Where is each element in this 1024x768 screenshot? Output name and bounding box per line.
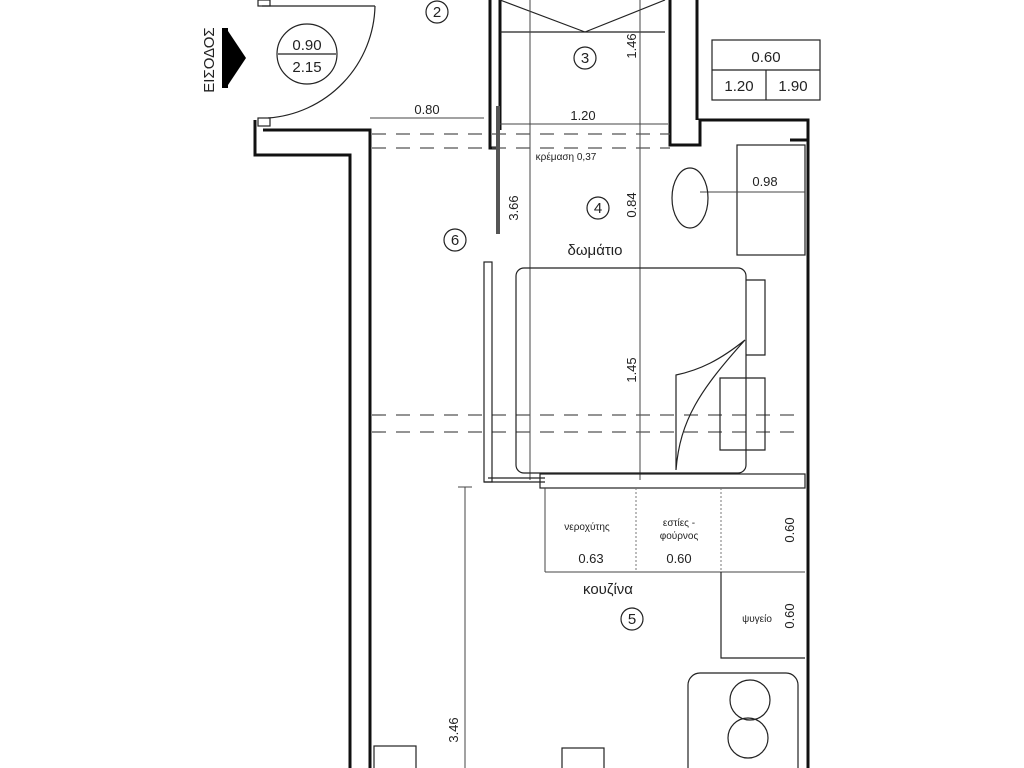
window-spec-table: 0.60 1.20 1.90 [711,39,821,101]
furniture-block [373,745,417,768]
desk [671,144,806,256]
dim-desk-depth: 0.84 [624,192,639,217]
room-number-2: 2 [433,4,441,21]
dim-closet-width: 1.20 [570,108,595,123]
door-spec-bubble: 0.90 2.15 [276,23,338,85]
window-height: 1.90 [778,78,807,95]
sofa [687,672,799,768]
room-number-6: 6 [451,232,459,249]
room-markers: 2 3 4 6 5 [425,0,644,631]
dim-desk-width: 0.98 [752,174,777,189]
dim-corridor: 0.80 [414,102,439,117]
walls [253,0,810,768]
dim-sink: 0.63 [578,551,603,566]
closet [499,0,666,480]
room-number-4: 4 [594,200,602,217]
entrance-door [257,0,376,127]
armchair-icon [727,717,769,759]
dim-fridge-depth: 0.60 [782,603,797,628]
dim-room-length: 3.66 [506,195,521,220]
sliding-door [496,106,500,234]
dim-bed-width: 1.45 [624,357,639,382]
door-height: 2.15 [292,59,321,76]
door-width: 0.90 [292,37,321,54]
dim-counter-depth: 0.60 [782,517,797,542]
room-number-3: 3 [581,50,589,67]
stove-label-1: εστίες - [663,517,695,529]
kitchen-label: κουζίνα [583,581,633,598]
dim-closet-depth: 1.46 [624,33,639,58]
room-number-5: 5 [628,611,636,628]
entrance-label: ΕΙΣΟΔΟΣ [201,27,218,92]
dim-kitchen-length: 3.46 [446,717,461,742]
chair-icon [671,167,709,229]
bed [515,267,766,474]
dim-stove: 0.60 [666,551,691,566]
fridge-label: ψυγείο [742,613,772,625]
window-sill: 0.60 [751,49,780,66]
sink-label: νεροχύτης [564,521,610,533]
window-width: 1.20 [724,78,753,95]
entrance-arrow-bar [222,28,228,88]
kitchen-counter [539,473,806,660]
entrance-arrow-icon [226,28,246,88]
hanging-label: κρέμαση 0,37 [536,151,597,163]
bedroom-label: δωμάτιο [568,242,623,259]
table-block [561,747,605,768]
armchair-icon [729,679,771,721]
stove-label-2: φούρνος [660,530,699,542]
